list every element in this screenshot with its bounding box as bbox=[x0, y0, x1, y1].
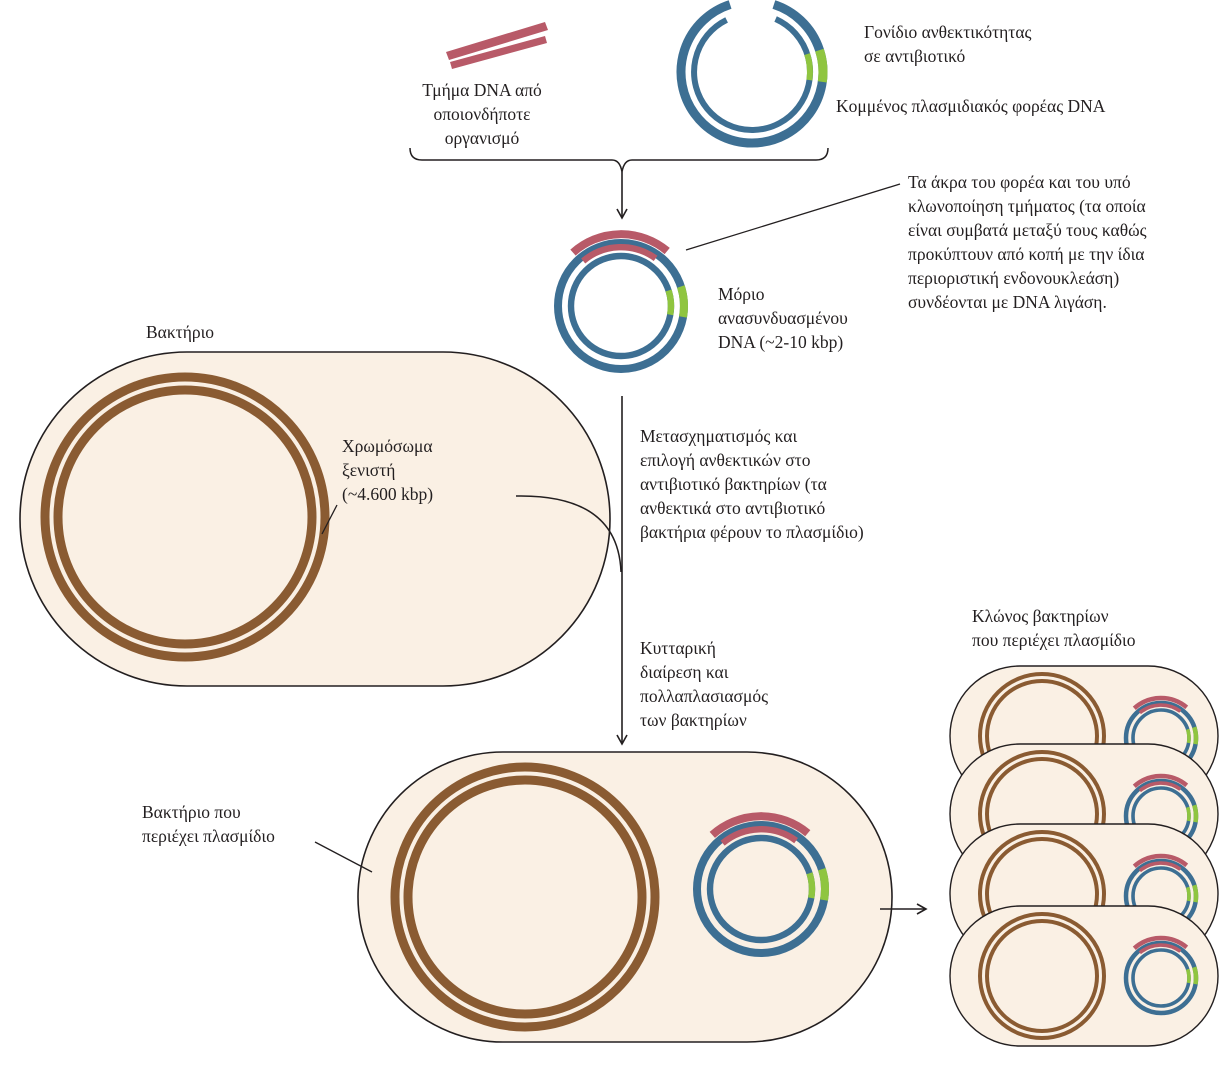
label-line: Γονίδιο ανθεκτικότητας bbox=[864, 22, 1032, 42]
label-dna-fragment: Τμήμα DNA από οποιονδήποτε οργανισμό bbox=[422, 80, 542, 148]
bacterial-clone bbox=[949, 665, 1219, 1047]
label-line: ξενιστή bbox=[342, 460, 395, 480]
resistance-gene-segment bbox=[1192, 966, 1199, 985]
label-cut-vector: Κομμένος πλασμιδιακός φορέας DNA bbox=[836, 96, 1106, 116]
label-line: επιλογή ανθεκτικών στο bbox=[640, 450, 811, 470]
clone-cell bbox=[949, 905, 1219, 1047]
resistance-gene-outer bbox=[815, 48, 828, 83]
resistance-gene-segment bbox=[806, 872, 816, 899]
label-line: Τμήμα DNA από bbox=[422, 80, 542, 100]
label-line: Βακτήριο που bbox=[142, 802, 241, 822]
label-ligation-note: Τα άκρα του φορέα και του υπό κλωνοποίηση… bbox=[908, 172, 1147, 312]
label-line: οποιονδήποτε bbox=[433, 104, 530, 124]
bacterium bbox=[19, 351, 611, 687]
label-line: περιοριστική ενδονουκλεάση) bbox=[908, 268, 1119, 288]
label-line: Κομμένος πλασμιδιακός φορέας DNA bbox=[836, 96, 1106, 116]
insert-dna-segment bbox=[709, 812, 811, 838]
resistance-gene-segment bbox=[1185, 968, 1191, 984]
label-line: Τα άκρα του φορέα και του υπό bbox=[908, 172, 1131, 192]
cell-pointer-line bbox=[314, 841, 373, 873]
chromosome-pointer-line bbox=[321, 504, 338, 535]
label-line: Χρωμόσωμα bbox=[342, 436, 433, 456]
label-line: Κυτταρική bbox=[640, 638, 716, 658]
insert-dna-segment bbox=[1138, 861, 1182, 873]
label-line: διαίρεση και bbox=[640, 662, 729, 682]
label-line: Κλώνος βακτηρίων bbox=[972, 606, 1109, 626]
label-cell-division: Κυτταρική διαίρεση και πολλαπλασιασμός των … bbox=[640, 638, 768, 730]
label-line: πολλαπλασιασμός bbox=[640, 686, 768, 706]
recombinant-plasmid bbox=[554, 230, 688, 373]
label-line: βακτήρια φέρουν το πλασμίδιο) bbox=[640, 522, 864, 542]
insert-dna-segment bbox=[1132, 695, 1189, 711]
vector-strand-outer bbox=[554, 239, 688, 373]
insert-dna-segment bbox=[570, 230, 670, 256]
label-line: (~4.600 kbp) bbox=[342, 484, 433, 504]
resistance-gene-segment bbox=[1192, 804, 1199, 823]
insert-dna-segment bbox=[1138, 703, 1182, 715]
resistance-gene-segment bbox=[1185, 806, 1191, 822]
insert-dna-segment bbox=[581, 243, 658, 264]
host-chromosome-outer bbox=[40, 372, 330, 662]
vector-strand-inner bbox=[567, 252, 675, 360]
label-line: Μόριο bbox=[718, 284, 765, 304]
label-line: συνδέονται με DNA λιγάση. bbox=[908, 292, 1107, 312]
clone-chromosome-outer bbox=[978, 912, 1106, 1040]
label-clone: Κλώνος βακτηρίων που περιέχει πλασμίδιο bbox=[972, 606, 1136, 650]
host-chromosome-inner bbox=[53, 385, 317, 649]
label-line: που περιέχει πλασμίδιο bbox=[972, 630, 1136, 650]
label-line: DNA (~2-10 kbp) bbox=[718, 332, 843, 352]
resistance-gene-segment bbox=[1192, 884, 1199, 903]
label-line: οργανισμό bbox=[445, 128, 520, 148]
resistance-gene-segment bbox=[665, 289, 675, 316]
insert-dna-segment bbox=[1132, 935, 1189, 951]
clone-bacterium bbox=[949, 905, 1219, 1047]
ligation-pointer-line bbox=[685, 183, 901, 251]
cut-plasmid-vector bbox=[676, 0, 828, 148]
label-line: σε αντιβιοτικό bbox=[864, 46, 966, 66]
bacterium-joiner-curve bbox=[515, 495, 622, 573]
cut-vector-inner-strand bbox=[691, 16, 814, 133]
merge-bracket bbox=[409, 147, 829, 173]
bottom-chromosome-outer bbox=[390, 762, 660, 1032]
label-line: ανασυνδυασμένου bbox=[718, 308, 848, 328]
insert-dna-segment bbox=[720, 826, 798, 846]
resistance-gene-segment bbox=[1185, 728, 1191, 744]
bottom-chromosome-inner bbox=[403, 775, 647, 1019]
label-bacterium-with-plasmid: Βακτήριο που περιέχει πλασμίδιο bbox=[142, 802, 275, 846]
resistance-gene-segment bbox=[1185, 886, 1191, 902]
clone-chromosome-inner bbox=[985, 919, 1099, 1033]
label-line: κλωνοποίηση τμήματος (τα οποία bbox=[908, 196, 1146, 216]
label-host-chromosome: Χρωμόσωμα ξενιστή (~4.600 kbp) bbox=[342, 436, 433, 504]
label-line: είναι συμβατά μεταξύ τους καθώς bbox=[908, 220, 1147, 240]
insert-dna-segment bbox=[1138, 943, 1182, 955]
dna-fragment bbox=[446, 22, 548, 69]
label-bacterium: Βακτήριο bbox=[146, 322, 214, 342]
label-line: ανθεκτικά στο αντιβιοτικό bbox=[640, 498, 826, 518]
resistance-gene-segment bbox=[677, 285, 688, 318]
insert-dna-segment bbox=[1138, 781, 1182, 793]
resistance-gene-segment bbox=[818, 867, 829, 901]
label-line: των βακτηρίων bbox=[640, 710, 747, 730]
label-line: αντιβιοτικό βακτηρίων (τα bbox=[640, 474, 827, 494]
resistance-gene-inner bbox=[804, 53, 813, 81]
label-line: Μετασχηματισμός και bbox=[640, 426, 797, 446]
label-line: περιέχει πλασμίδιο bbox=[142, 826, 275, 846]
label-line: προκύπτουν από κοπή με την ίδια bbox=[908, 244, 1144, 264]
label-transformation: Μετασχηματισμός και επιλογή ανθεκτικών στ… bbox=[640, 426, 864, 542]
bacterium-with-plasmid bbox=[314, 751, 893, 1043]
label-resistance-gene: Γονίδιο ανθεκτικότητας σε αντιβιοτικό bbox=[864, 22, 1032, 66]
cut-vector-outer-strand bbox=[676, 0, 828, 148]
resistance-gene-segment bbox=[1192, 726, 1199, 745]
bottom-plasmid bbox=[693, 812, 829, 957]
labels: Τμήμα DNA από οποιονδήποτε οργανισμό Γονίδ… bbox=[142, 22, 1147, 846]
insert-dna-segment bbox=[1132, 773, 1189, 789]
label-line: Βακτήριο bbox=[146, 322, 214, 342]
insert-dna-segment bbox=[1132, 853, 1189, 869]
